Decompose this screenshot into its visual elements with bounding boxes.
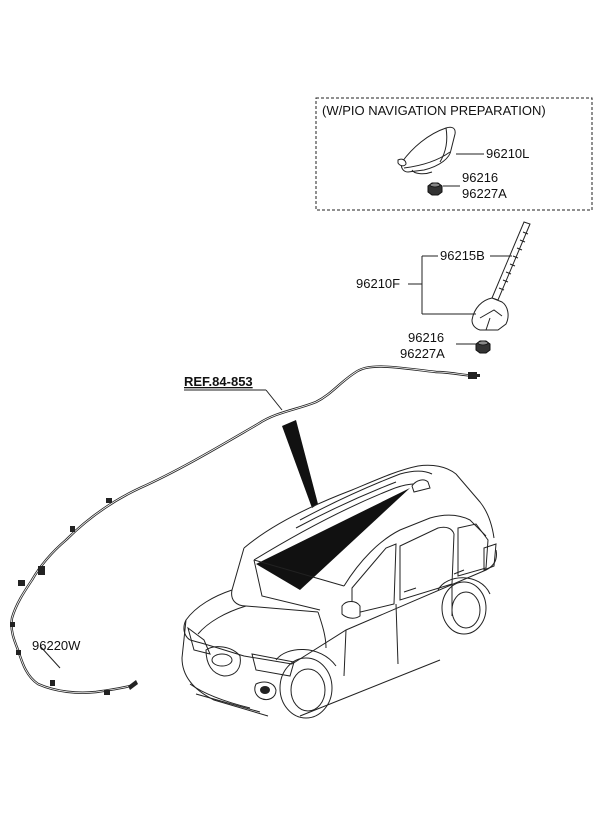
nut-part [475, 340, 491, 354]
mast-coil-lines [498, 231, 529, 291]
label-96227A: 96227A [400, 346, 445, 361]
antenna-feeder-cable [10, 365, 480, 695]
label-96227A-top: 96227A [462, 186, 507, 201]
shark-fin-antenna-part [397, 126, 456, 175]
option-box-border [315, 97, 593, 211]
leader-ref-b [265, 389, 283, 411]
label-ref-84-853: REF.84-853 [184, 374, 253, 389]
label-96220W: 96220W [32, 638, 81, 653]
label-96216-top: 96216 [462, 170, 498, 185]
label-96215B: 96215B [440, 248, 485, 263]
rod-antenna-part [471, 221, 531, 331]
nut-part-top [427, 182, 443, 196]
option-box-title: (W/PIO NAVIGATION PREPARATION) [322, 103, 546, 118]
callout-wedge-cable [282, 420, 318, 508]
option-box: (W/PIO NAVIGATION PREPARATION) 96210L 96… [315, 97, 593, 211]
label-96216: 96216 [408, 330, 444, 345]
label-96210L: 96210L [486, 146, 529, 161]
label-96210F: 96210F [356, 276, 400, 291]
leader-96220W [39, 645, 61, 669]
suv-vehicle-illustration [181, 464, 497, 719]
callout-wedge-roof [256, 488, 410, 590]
